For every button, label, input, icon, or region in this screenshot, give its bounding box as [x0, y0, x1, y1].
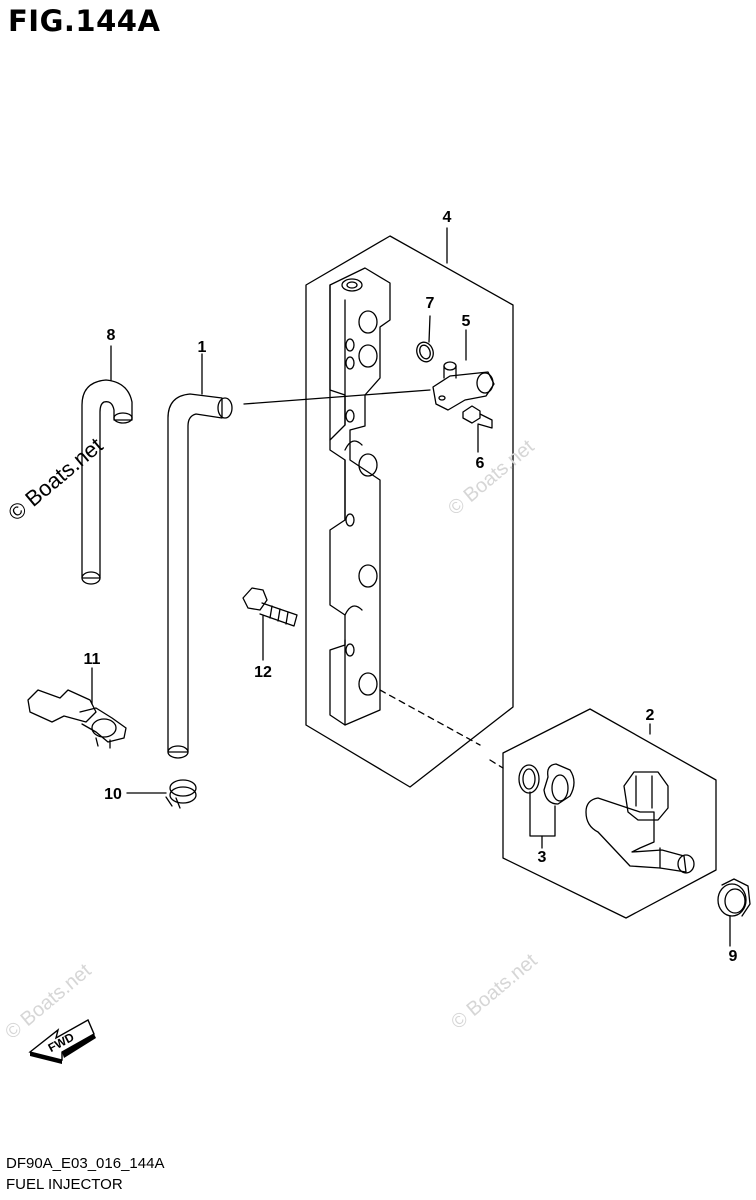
callout-1: 1 [198, 339, 207, 356]
part-2-injector [585, 771, 695, 874]
part-12-bolt [242, 587, 298, 627]
figure-title: FIG.144A [8, 4, 161, 38]
watermark-3: © Boats.net [447, 949, 542, 1033]
callout-labels: 1 2 3 4 5 6 7 8 9 10 11 12 [84, 209, 738, 965]
callout-11: 11 [84, 651, 101, 668]
callout-7: 7 [426, 295, 435, 312]
callout-4: 4 [443, 209, 452, 226]
callout-5: 5 [462, 313, 471, 330]
part-5-fitting [432, 361, 495, 411]
watermark-1: © Boats.net [444, 435, 539, 519]
figure-name: FUEL INJECTOR [6, 1176, 123, 1193]
fwd-arrow-icon: FWD [28, 1019, 96, 1064]
part-8-hose [81, 379, 133, 585]
part-11-clip [27, 689, 127, 749]
figure-code: DF90A_E03_016_144A [6, 1155, 165, 1172]
callout-12: 12 [254, 664, 272, 681]
part-4-box [305, 235, 514, 788]
part-10-clamp [165, 779, 197, 809]
part-7-oring [416, 341, 434, 363]
part-2-box [502, 708, 717, 919]
part-1-hose [167, 393, 233, 759]
callout-10: 10 [104, 786, 122, 803]
part-9-cap [717, 878, 751, 917]
callout-3: 3 [538, 849, 547, 866]
callout-6: 6 [476, 455, 485, 472]
watermark-dark: © Boats.net [3, 433, 107, 526]
part-3-seals [518, 763, 575, 805]
part-6-bolt [462, 405, 493, 429]
callout-9: 9 [729, 948, 738, 965]
callout-8: 8 [107, 327, 116, 344]
fuel-rail [329, 267, 391, 726]
callout-2: 2 [646, 707, 655, 724]
